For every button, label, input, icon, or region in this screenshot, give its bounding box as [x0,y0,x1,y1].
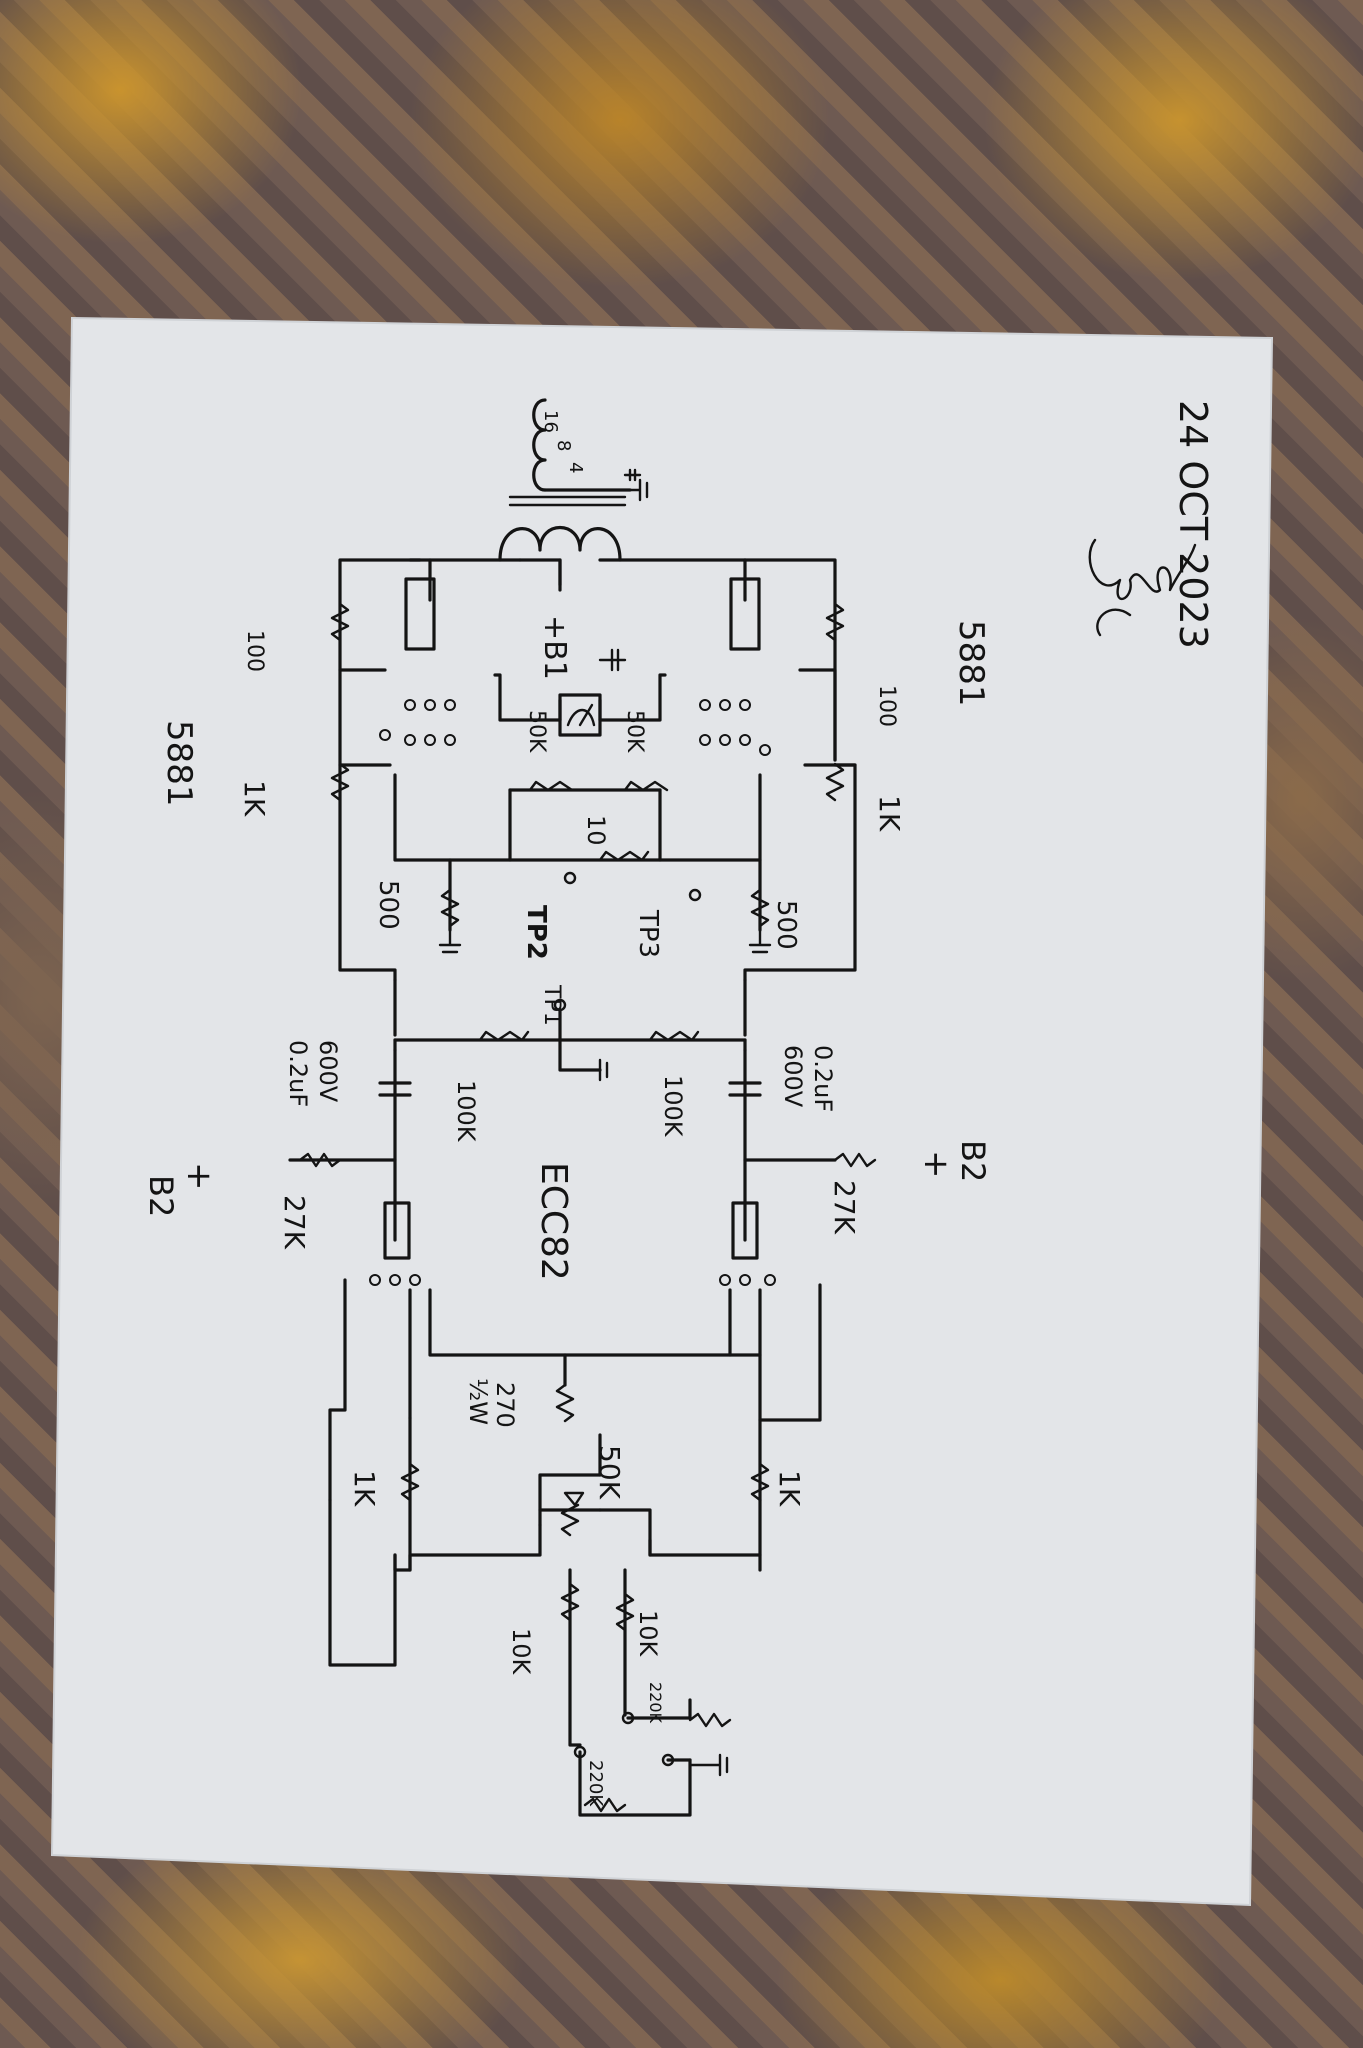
resistor-50k-left [528,780,574,792]
label-plus-b1: +B1 [537,615,572,680]
label-tap-8: 8 [553,440,574,451]
tp2-terminal [563,871,577,885]
label-cap-right-value: 0.2uF [809,1045,837,1112]
resistor-100k-right [648,1030,700,1042]
label-cap-left-voltage: 600V [314,1040,342,1103]
resistor-270 [555,1383,575,1423]
capacitors [378,1081,762,1097]
label-27k-right: 27K [828,1180,861,1235]
label-220k-left: 220K [585,1760,606,1807]
capacitor-right [728,1081,762,1097]
paper-sheet [52,318,1272,1905]
resistor-220k-left [583,1797,627,1813]
label-tap-16: 16 [540,410,561,433]
tube-plates [383,577,761,1260]
signature [1088,538,1197,637]
label-500-right: 500 [771,900,801,950]
resistor-100-grid-left [330,602,350,642]
label-5881-right: 5881 [951,620,991,707]
resistor-100-grid-right [825,602,845,642]
label-10-bias: 10 [582,815,610,846]
label-27k-left: 27K [278,1195,311,1250]
label-plus-left: + [179,1162,219,1191]
resistor-500-left [440,888,460,928]
label-220k-right: 220K [646,1682,665,1724]
resistor-50k-right [623,780,669,792]
label-270: 270 [491,1382,519,1428]
resistor-500-right [750,888,770,928]
input-pot [538,1491,602,1537]
label-270-power: ½W [464,1378,492,1425]
labels: 5881 5881 B2 + B2 + ECC82 +B1 27K 27K 0.… [142,400,1215,1807]
label-10k-right: 10K [634,1610,662,1658]
tp3-terminal [688,888,702,902]
label-tp2: TP2 [521,905,551,960]
ecc82-plate-right [731,1201,759,1260]
label-100-grid-right: 100 [874,685,899,727]
capacitor-left [378,1081,412,1097]
resistor-1k-screen-left [330,762,350,802]
label-50k-right: 50K [622,710,647,753]
resistor-27k-right [833,1152,877,1168]
5881-plate-right [729,577,761,651]
test-points [553,871,702,1767]
meter [558,648,627,737]
label-1k-left: 1K [348,1470,381,1507]
ground-symbols [438,478,772,1777]
label-100k-left: 100K [452,1080,480,1143]
label-500-left: 500 [373,880,403,930]
5881-plate-left [404,577,436,651]
input-network [568,1568,692,1817]
label-b2-right: B2 [954,1140,992,1182]
label-cap-left-value: 0.2uF [284,1040,312,1107]
label-100k-right: 100K [659,1075,687,1138]
label-1k-screen-left: 1K [238,780,271,817]
label-50k-left: 50K [524,710,549,753]
label-tp3: TP3 [633,909,663,958]
label-50k-input: 50K [593,1445,626,1500]
resistor-1k-left [400,1462,420,1502]
resistor-1k-right [750,1462,770,1502]
label-cap-right-voltage: 600V [779,1045,807,1108]
tube-pins [369,699,776,1286]
label-tp1: TP1 [539,984,564,1026]
tp1-terminal [553,998,567,1012]
resistor-10-bias [598,850,650,862]
label-plus-right: + [916,1150,956,1179]
resistor-100k-left [478,1030,530,1042]
label-1k-right: 1K [773,1470,806,1507]
resistor-27k-left [298,1152,342,1168]
resistor-220k-right [688,1712,732,1728]
label-ecc82: ECC82 [533,1162,574,1281]
label-tap-4: 4 [565,462,586,473]
label-5881-left: 5881 [159,720,199,807]
label-10k-left: 10K [507,1628,535,1676]
label-date: 24 OCT 2023 [1171,400,1215,649]
resistor-1k-screen-right [825,762,845,802]
label-1k-screen-right: 1K [873,795,906,832]
ecc82-plate-left [383,1201,411,1260]
label-100-grid-left: 100 [242,630,267,672]
label-b2-left: B2 [142,1175,180,1217]
